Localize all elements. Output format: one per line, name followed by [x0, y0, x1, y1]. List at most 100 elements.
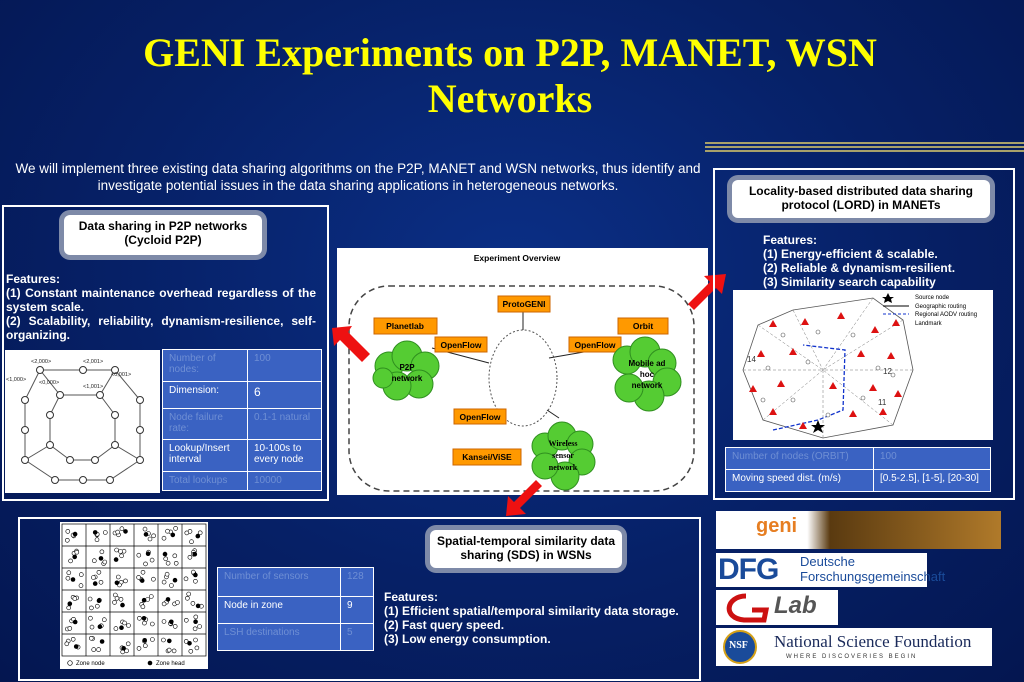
zone-node-dot: [171, 648, 177, 654]
zone-node-dot: [118, 549, 123, 554]
zone-node-dot: [91, 647, 97, 652]
openflow-label-3: OpenFlow: [459, 412, 500, 422]
zone-node-dot: [151, 533, 156, 539]
zone-node-dot: [143, 561, 148, 567]
zone-node-dot: [101, 617, 107, 622]
zone-head-dot: [167, 638, 172, 644]
manet-region-14: 14: [747, 355, 756, 364]
zone-node-dot: [67, 626, 73, 631]
zone-node-dot: [185, 596, 190, 601]
cycloid-label-4: <0,000>: [39, 380, 59, 386]
zone-node-dot: [173, 560, 179, 566]
zone-node-dot: [113, 626, 119, 631]
page-title: GENI Experiments on P2P, MANET, WSN Netw…: [143, 30, 877, 121]
zone-head-dot: [119, 625, 124, 630]
zone-head-dot: [97, 624, 103, 629]
wsn-features-heading: Features:: [384, 590, 439, 604]
manet-legend-source: Source node: [915, 295, 950, 301]
orbit-node: [617, 317, 669, 335]
zone-node-dot: [96, 569, 102, 575]
zone-node-dot: [91, 575, 96, 580]
zone-node-dot: [188, 649, 194, 654]
zone-node-dot: [190, 601, 196, 606]
geni-logo-text: geni: [756, 515, 798, 537]
zone-node-dot: [65, 537, 70, 543]
zone-node-dot: [149, 594, 154, 599]
table-cell: Node failure rate:: [162, 408, 248, 440]
zone-node-dot: [119, 526, 125, 531]
zone-node-dot: [114, 596, 120, 601]
kansei-node: [452, 448, 522, 466]
zone-node-dot: [142, 526, 148, 532]
wsn-feature-2: (2) Fast query speed.: [384, 618, 505, 632]
table-row: Moving speed dist. (m/s)[0.5-2.5], [1-5]…: [725, 469, 991, 492]
p2p-label-text: Data sharing in P2P networks (Cycloid P2…: [78, 219, 248, 247]
zone-node-dot: [143, 643, 148, 648]
manet-features: Features: (1) Energy-efficient & scalabl…: [763, 233, 1003, 289]
zone-node-dot: [91, 558, 97, 564]
dfg-logo-text-1: Deutsche: [800, 554, 855, 569]
p2p-feature-2: (2) Scalability, reliability, dynamism-r…: [6, 314, 316, 342]
zone-node-dot: [163, 556, 168, 562]
zone-head-dot: [70, 577, 76, 582]
zone-node-dot: [125, 641, 131, 647]
zone-node-dot: [192, 626, 198, 632]
manet-cloud-text-3: network: [632, 381, 663, 390]
geni-logo: geni: [716, 511, 1001, 549]
dfg-logo: DFG Deutsche Forschungsgemeinschaft: [716, 553, 945, 587]
p2p-cloud-text-2: network: [392, 374, 423, 383]
zone-node-dot: [169, 583, 174, 588]
zone-node-dot: [194, 645, 200, 651]
p2p-table: Number of nodes:100 Dimension:6 Node fai…: [162, 349, 322, 491]
zone-node-dot: [186, 591, 191, 597]
wsn-legend-zone-head: Zone head: [156, 661, 185, 667]
zone-head-dot: [141, 616, 147, 621]
manet-legend-aodv: Regional AODV routing: [915, 312, 977, 318]
zone-node-dot: [88, 615, 93, 621]
wsn-label: Spatial-temporal similarity data sharing…: [430, 530, 622, 568]
zone-node-dot: [66, 605, 71, 611]
zone-head-dot: [142, 638, 147, 643]
openflow-node-3: [453, 408, 507, 425]
zone-node-dot: [140, 604, 146, 609]
cycloid-diagram: <2,000> <2,001> <1,000> <0,000> <0,001> …: [5, 350, 160, 493]
zone-node-dot: [66, 570, 72, 576]
table-cell: LSH destinations: [217, 623, 341, 651]
zone-head-dot: [195, 533, 201, 539]
zone-node-dot: [122, 620, 127, 626]
zone-node-dot: [96, 647, 101, 652]
table-cell: Lookup/Insert interval: [162, 439, 248, 472]
wsn-feature-3: (3) Low energy consumption.: [384, 632, 551, 646]
table-cell: 10-100s to every node: [247, 439, 322, 472]
wsn-grid-diagram: Zone node Zone head: [60, 522, 208, 669]
table-cell: Number of nodes (ORBIT): [725, 447, 874, 470]
p2p-cloud-text: P2P: [399, 363, 415, 372]
table-cell: 100: [873, 447, 991, 470]
zone-node-dot: [136, 575, 141, 580]
orbit-label: Orbit: [633, 321, 653, 331]
zone-node-dot: [193, 614, 199, 620]
zone-node-dot: [87, 596, 93, 602]
zone-head-dot: [193, 572, 198, 578]
zone-node-dot: [161, 579, 167, 585]
protogeni-label: ProtoGENI: [503, 299, 546, 309]
zone-node-dot: [114, 547, 119, 553]
zone-head-dot: [114, 580, 120, 586]
glab-swoosh-icon: [726, 593, 770, 623]
zone-node-dot: [165, 528, 170, 534]
zone-head-dot: [165, 597, 171, 602]
zone-node-dot: [161, 619, 167, 624]
table-cell: 6: [247, 381, 322, 409]
zone-node-dot: [126, 623, 131, 628]
zone-node-dot: [74, 549, 80, 555]
zone-node-dot: [183, 639, 189, 644]
zone-node-dot: [189, 539, 194, 545]
nsf-logo-mark: NSF: [729, 640, 748, 651]
manet-diagram: 14 12 11 Source node Geographic routing …: [733, 290, 993, 440]
wsn-cloud: [531, 421, 596, 491]
zone-node-dot: [147, 536, 153, 542]
